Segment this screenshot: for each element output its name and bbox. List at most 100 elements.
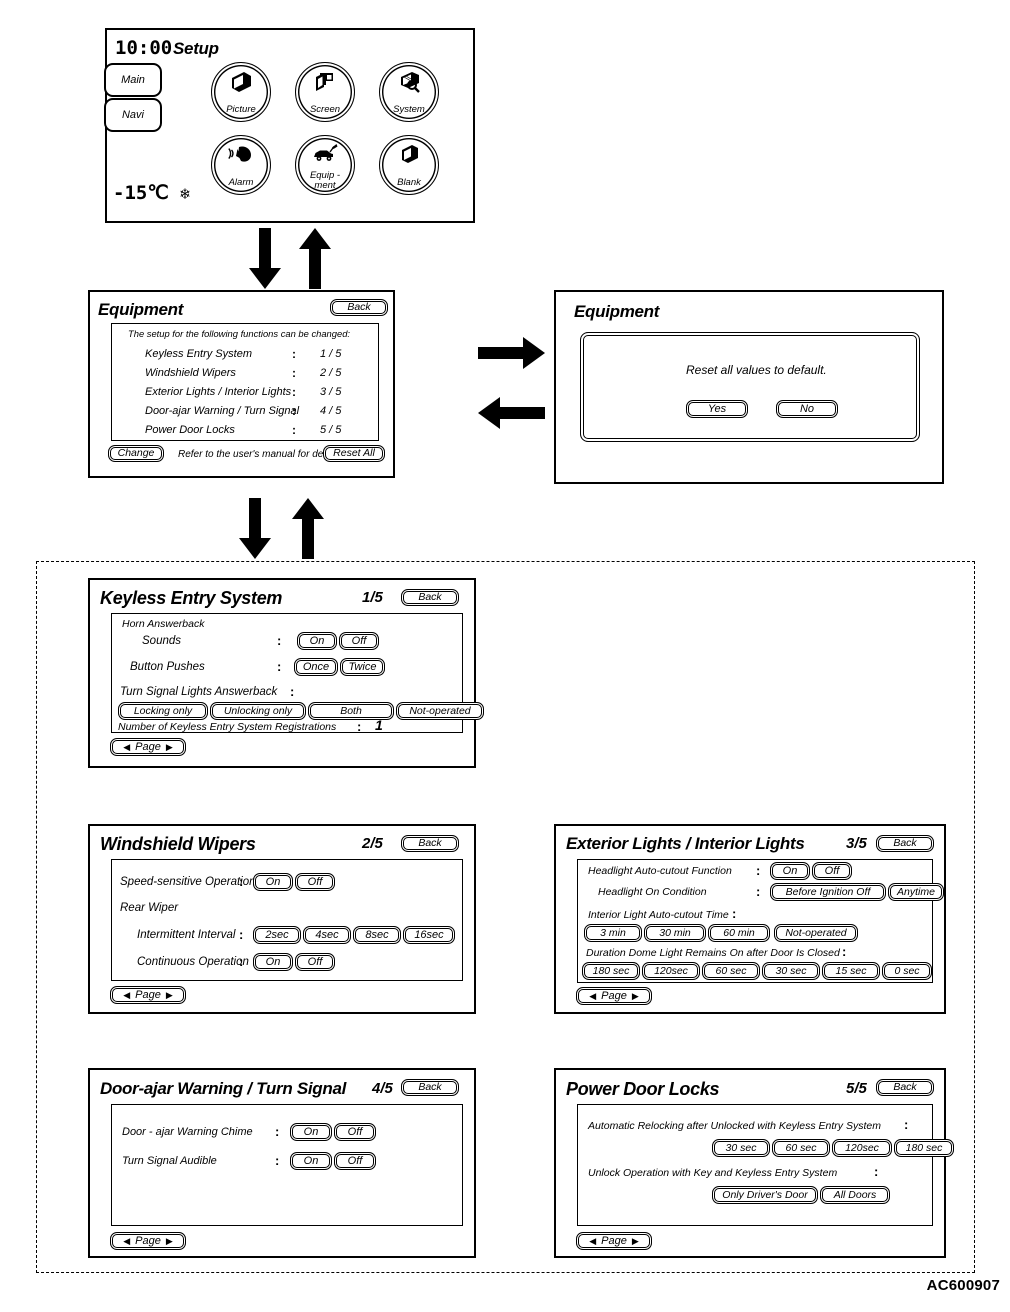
page-next-icon[interactable]: ▶ [165, 1235, 173, 1246]
dome-option-120sec-label: 120sec [654, 964, 688, 977]
page-nav-button[interactable]: ◀ Page ▶ [110, 986, 186, 1004]
button-pushes-option-once[interactable]: Once [294, 658, 338, 676]
intermittent-option-2sec[interactable]: 2sec [253, 926, 301, 944]
turn-signal-audible-option-off[interactable]: Off [334, 1152, 376, 1170]
turn-signal-option-unlocking-only[interactable]: Unlocking only [210, 702, 306, 720]
page-next-icon[interactable]: ▶ [165, 989, 173, 1000]
back-button[interactable]: Back [401, 1079, 459, 1096]
equipment-row-label[interactable]: Door-ajar Warning / Turn Signal [145, 405, 300, 417]
dome-option-15sec[interactable]: 15 sec [822, 962, 880, 980]
sounds-option-off[interactable]: Off [339, 632, 379, 650]
door-ajar-chime-option-on[interactable]: On [290, 1123, 332, 1141]
unlock-option-all-doors[interactable]: All Doors [820, 1186, 890, 1204]
doorajar-page-indicator: 4/5 [372, 1080, 393, 1097]
menu-button-picture[interactable]: Picture [211, 62, 271, 122]
interior-option-60min[interactable]: 60 min [708, 924, 770, 942]
wipers-content-box: Speed-sensitive Operation : On Off Rear … [111, 859, 463, 981]
equipment-row-colon: : [292, 404, 296, 418]
page-prev-icon[interactable]: ◀ [589, 1235, 597, 1246]
menu-button-blank[interactable]: Blank [379, 135, 439, 195]
menu-button-system[interactable]: System [379, 62, 439, 122]
speed-sensitive-label: Speed-sensitive Operation [120, 876, 256, 888]
back-button-label: Back [893, 1081, 917, 1094]
turn-signal-answerback-colon: : [290, 684, 295, 699]
speed-sensitive-option-off[interactable]: Off [295, 873, 335, 891]
menu-button-alarm[interactable]: Alarm [211, 135, 271, 195]
sidebar-item-navi[interactable]: Navi [104, 98, 162, 132]
equipment-row-colon: : [292, 385, 296, 399]
relock-option-60sec-label: 60 sec [785, 1141, 817, 1154]
equipment-row-label[interactable]: Power Door Locks [145, 424, 235, 436]
condition-option-before-ignition-off[interactable]: Before Ignition Off [770, 883, 886, 901]
headlight-option-on[interactable]: On [770, 862, 810, 880]
unlock-option-only-drivers-door[interactable]: Only Driver's Door [712, 1186, 818, 1204]
page-nav-button[interactable]: ◀ Page ▶ [576, 987, 652, 1005]
turn-signal-option-both[interactable]: Both [308, 702, 394, 720]
condition-option-anytime[interactable]: Anytime [888, 883, 944, 901]
auto-relocking-colon: : [904, 1117, 909, 1132]
intermittent-option-2sec-label: 2sec [265, 928, 289, 941]
change-button[interactable]: Change [108, 445, 164, 462]
equipment-row-colon: : [292, 423, 296, 437]
dome-option-120sec[interactable]: 120sec [642, 962, 700, 980]
keyless-entry-screen: Keyless Entry System 1/5 Back Horn Answe… [88, 578, 484, 768]
speed-sensitive-option-off-label: Off [307, 875, 323, 888]
page-next-icon[interactable]: ▶ [165, 741, 173, 752]
sounds-option-on[interactable]: On [297, 632, 337, 650]
headlight-option-off[interactable]: Off [812, 862, 852, 880]
equipment-row-label[interactable]: Windshield Wipers [145, 367, 236, 379]
page-prev-icon[interactable]: ◀ [123, 989, 131, 1000]
sidebar-item-main[interactable]: Main [104, 63, 162, 97]
back-button[interactable]: Back [401, 589, 459, 606]
menu-button-screen[interactable]: Screen [295, 62, 355, 122]
dome-option-0sec[interactable]: 0 sec [882, 962, 932, 980]
page-prev-icon[interactable]: ◀ [123, 741, 131, 752]
page-nav-button[interactable]: ◀ Page ▶ [576, 1232, 652, 1250]
page-nav-button[interactable]: ◀ Page ▶ [110, 738, 186, 756]
button-pushes-option-twice[interactable]: Twice [340, 658, 385, 676]
page-next-icon[interactable]: ▶ [631, 990, 639, 1001]
page-prev-icon[interactable]: ◀ [589, 990, 597, 1001]
dome-option-180sec[interactable]: 180 sec [582, 962, 640, 980]
page-nav-button[interactable]: ◀ Page ▶ [110, 1232, 186, 1250]
intermittent-option-16sec[interactable]: 16sec [403, 926, 455, 944]
back-button[interactable]: Back [876, 835, 934, 852]
dome-option-180sec-label: 180 sec [592, 964, 630, 977]
speed-sensitive-option-on[interactable]: On [253, 873, 293, 891]
reset-yes-button[interactable]: Yes [686, 400, 748, 418]
back-button-label: Back [418, 1081, 442, 1094]
back-button[interactable]: Back [401, 835, 459, 852]
intermittent-option-8sec[interactable]: 8sec [353, 926, 401, 944]
rear-wiper-group-label: Rear Wiper [120, 902, 179, 914]
system-icon [380, 70, 438, 94]
equipment-row-label[interactable]: Keyless Entry System [145, 348, 252, 360]
reset-all-button[interactable]: Reset All [323, 445, 385, 462]
intermittent-option-4sec[interactable]: 4sec [303, 926, 351, 944]
dome-option-60sec[interactable]: 60 sec [702, 962, 760, 980]
relock-option-120sec[interactable]: 120sec [832, 1139, 892, 1157]
relock-option-60sec[interactable]: 60 sec [772, 1139, 830, 1157]
picture-icon [212, 70, 270, 94]
menu-button-alarm-label: Alarm [228, 176, 254, 188]
interior-option-not-operated[interactable]: Not-operated [774, 924, 858, 942]
turn-signal-option-locking-only[interactable]: Locking only [118, 702, 208, 720]
continuous-option-on[interactable]: On [253, 953, 293, 971]
condition-option-before-ignition-off-label: Before Ignition Off [785, 885, 871, 898]
turn-signal-audible-option-on[interactable]: On [290, 1152, 332, 1170]
relock-option-180sec[interactable]: 180 sec [894, 1139, 954, 1157]
relock-option-30sec[interactable]: 30 sec [712, 1139, 770, 1157]
back-button[interactable]: Back [876, 1079, 934, 1096]
equipment-row-label[interactable]: Exterior Lights / Interior Lights [145, 386, 292, 398]
back-button[interactable]: Back [330, 299, 388, 316]
reset-no-button[interactable]: No [776, 400, 838, 418]
door-ajar-chime-option-off[interactable]: Off [334, 1123, 376, 1141]
page-prev-icon[interactable]: ◀ [123, 1235, 131, 1246]
turn-signal-option-not-operated[interactable]: Not-operated [396, 702, 484, 720]
interior-option-30min[interactable]: 30 min [644, 924, 706, 942]
menu-button-equipment[interactable]: Equip - ment [295, 135, 355, 195]
interior-option-3min[interactable]: 3 min [584, 924, 642, 942]
dome-option-30sec[interactable]: 30 sec [762, 962, 820, 980]
continuous-option-off[interactable]: Off [295, 953, 335, 971]
page-next-icon[interactable]: ▶ [631, 1235, 639, 1246]
arrow-up-to-setup [298, 228, 332, 295]
